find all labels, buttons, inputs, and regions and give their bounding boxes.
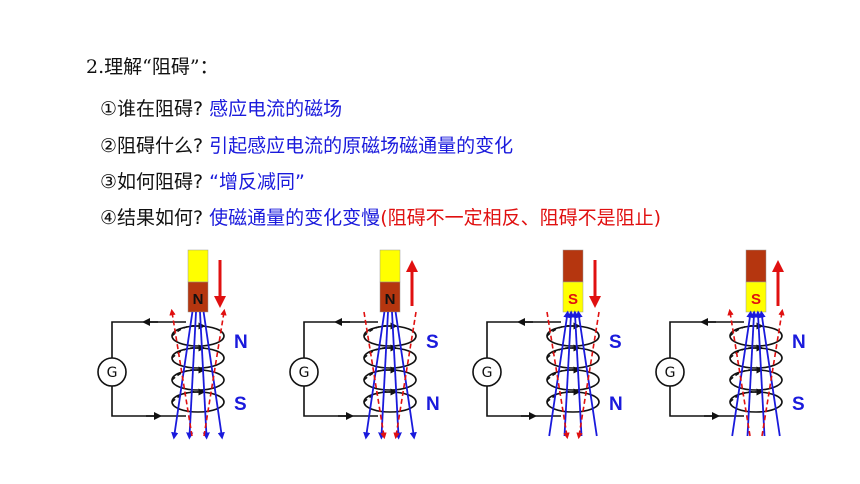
coil-loop	[546, 369, 600, 391]
magnet-pole-label: N	[193, 291, 204, 308]
coil-loop	[363, 325, 417, 347]
induced-field-line	[363, 311, 387, 440]
magnetic-field-line	[378, 311, 389, 440]
coil-loop-back	[363, 325, 391, 337]
magnetic-field-line	[171, 311, 194, 440]
coil-loop-back	[171, 347, 199, 359]
coil-loop-back	[729, 325, 757, 337]
magnet-top-half	[379, 249, 401, 283]
galvanometer	[97, 357, 127, 387]
induced-field-line	[546, 311, 570, 440]
section-title: 2.理解“阻碍”：	[86, 56, 219, 78]
point-question: ②阻碍什么?	[100, 135, 204, 157]
galvanometer	[472, 357, 502, 387]
magnetic-field-line	[731, 310, 754, 437]
coil-loop	[729, 325, 783, 347]
magnetic-field-line	[186, 311, 197, 440]
point-answer: 引起感应电流的原磁场磁通量的变化	[209, 135, 514, 157]
induced-field-line	[727, 308, 751, 437]
point-4: ④结果如何? 使磁通量的变化变慢(阻碍不一定相反、阻碍不是阻止)	[100, 203, 661, 230]
induced-field-line	[761, 308, 785, 437]
coil-loop	[729, 369, 783, 391]
coil-bottom-pole-label: S	[234, 394, 247, 415]
coil-top-pole-label: S	[426, 332, 439, 353]
coil-loop-back	[171, 369, 199, 381]
magnetic-field-line	[575, 310, 598, 437]
coil-top-pole-label: S	[609, 332, 622, 353]
magnet-pole-label: S	[568, 291, 578, 308]
magnetic-field-line	[202, 311, 225, 440]
magnet-top-half	[745, 249, 767, 283]
magnetic-field-line	[391, 311, 402, 440]
magnetic-field-line	[199, 311, 210, 440]
coil-loop-back	[363, 347, 391, 359]
coil-diagram-2: N G S N	[289, 249, 440, 440]
galvanometer-label: G	[665, 365, 676, 381]
coil-loop-back	[546, 369, 574, 381]
magnet-pole-label: N	[385, 291, 396, 308]
coil-diagram-1: N G N S	[97, 249, 248, 440]
point-question: ①谁在阻碍?	[100, 98, 204, 120]
point-answer: “增反减同”	[209, 171, 305, 193]
magnet-bottom-half	[187, 281, 209, 313]
point-3: ③如何阻碍? “增反减同”	[100, 167, 305, 194]
coil-top-pole-label: N	[792, 332, 806, 353]
magnet-bottom-half	[379, 281, 401, 313]
magnetic-field-line	[758, 310, 781, 437]
galvanometer-label: G	[107, 365, 118, 381]
galvanometer-label: G	[299, 365, 310, 381]
induced-field-line	[576, 311, 600, 440]
magnetic-field-line	[563, 310, 575, 437]
lenz-diagrams: N G N S N G S N S G S N S G N S	[97, 249, 806, 440]
coil-diagram-3: S G S N	[472, 249, 623, 440]
magnetic-field-line	[363, 311, 386, 440]
galvanometer	[655, 357, 685, 387]
coil-bottom-pole-label: N	[609, 394, 623, 415]
point-2: ②阻碍什么? 引起感应电流的原磁场磁通量的变化	[100, 131, 513, 158]
coil-top-pole-label: N	[234, 332, 248, 353]
galvanometer-label: G	[482, 365, 493, 381]
magnetic-field-line	[746, 310, 758, 437]
coil-bottom-pole-label: N	[426, 394, 440, 415]
coil-loop	[363, 369, 417, 391]
coil-loop-back	[729, 369, 757, 381]
coil-loop-back	[729, 347, 757, 359]
coil-loop	[171, 369, 225, 391]
magnetic-field-line	[394, 311, 417, 440]
point-question: ④结果如何?	[100, 207, 204, 229]
galvanometer	[289, 357, 319, 387]
magnetic-field-line	[571, 310, 583, 437]
induced-field-line	[393, 311, 417, 440]
coil-loop	[546, 325, 600, 347]
coil-loop	[363, 347, 417, 369]
point-note: (阻碍不一定相反、阻碍不是阻止)	[380, 207, 662, 229]
point-1: ①谁在阻碍? 感应电流的磁场	[100, 94, 342, 121]
coil-loop	[171, 325, 225, 347]
coil-loop-back	[546, 347, 574, 359]
magnet-pole-label: S	[751, 291, 761, 308]
point-answer: 感应电流的磁场	[209, 98, 343, 120]
magnetic-field-line	[754, 310, 766, 437]
coil-loop-back	[171, 325, 199, 337]
induced-field-line	[169, 308, 193, 437]
point-question: ③如何阻碍?	[100, 171, 204, 193]
magnetic-field-line	[548, 310, 571, 437]
induced-field-line	[203, 308, 227, 437]
coil-loop-back	[363, 369, 391, 381]
coil-diagram-4: S G N S	[655, 249, 806, 437]
magnet-top-half	[187, 249, 209, 283]
coil-loop-back	[546, 325, 574, 337]
coil-bottom-pole-label: S	[792, 394, 805, 415]
coil-loop	[546, 347, 600, 369]
point-answer: 使磁通量的变化变慢	[209, 207, 381, 229]
magnet-top-half	[562, 249, 584, 283]
